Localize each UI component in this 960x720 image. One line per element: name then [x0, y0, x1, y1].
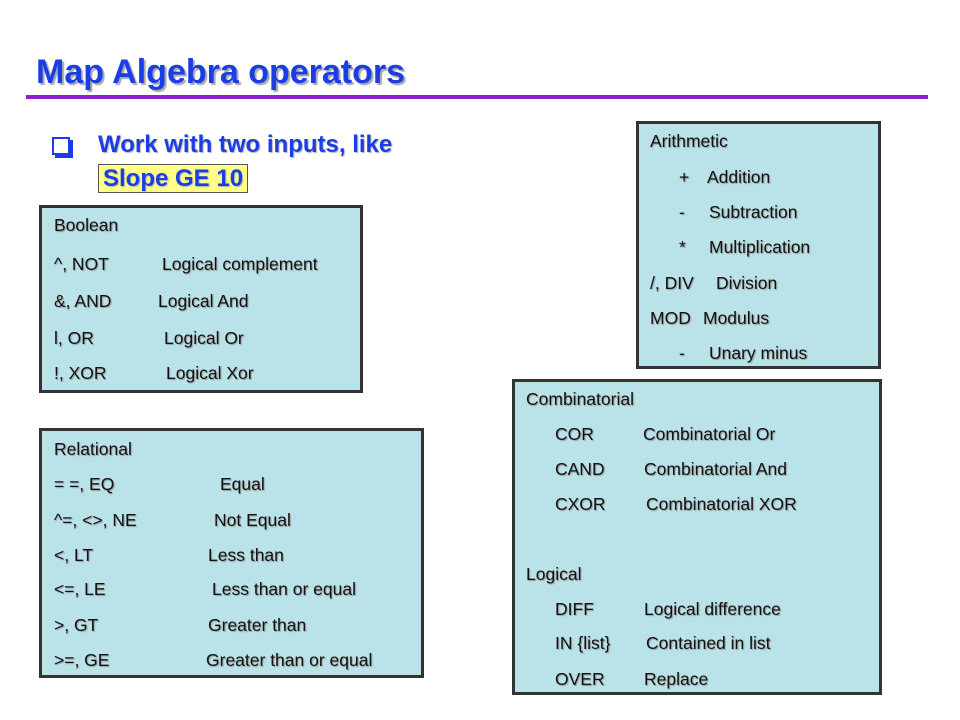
boolean-header: Boolean: [54, 215, 119, 235]
relational-op: >=, GE: [54, 650, 110, 670]
arithmetic-desc: Unary minus: [709, 343, 808, 363]
arithmetic-op: /, DIV: [650, 273, 694, 293]
combinatorial-logical-box: Combinatorial COR Combinatorial Or CAND …: [512, 379, 882, 695]
logical-header: Logical: [526, 564, 582, 584]
combinatorial-op: CXOR: [555, 494, 606, 514]
relational-op: ^=, <>, NE: [54, 510, 137, 530]
bullet-text: Work with two inputs, like: [98, 131, 393, 158]
arithmetic-desc: Division: [716, 273, 778, 293]
boolean-op: ^, NOT: [54, 254, 109, 274]
relational-op: <=, LE: [54, 579, 106, 599]
relational-desc: Less than or equal: [212, 579, 356, 599]
combinatorial-desc: Combinatorial XOR: [646, 494, 797, 514]
combinatorial-op: CAND: [555, 459, 605, 479]
arithmetic-op: -: [679, 343, 685, 363]
relational-op: <, LT: [54, 545, 94, 565]
boolean-op: !, XOR: [54, 363, 107, 383]
combinatorial-desc: Combinatorial Or: [643, 424, 776, 444]
arithmetic-op: +: [679, 167, 690, 187]
arithmetic-op: *: [679, 237, 686, 257]
checkbox-bullet-icon: [52, 137, 70, 155]
arithmetic-operators-box: Arithmetic + Addition - Subtraction * Mu…: [636, 121, 881, 369]
boolean-desc: Logical Or: [164, 328, 244, 348]
logical-desc: Contained in list: [646, 633, 771, 653]
logical-desc: Logical difference: [644, 599, 781, 619]
boolean-desc: Logical And: [158, 291, 249, 311]
boolean-op: l, OR: [54, 328, 94, 348]
combinatorial-op: COR: [555, 424, 594, 444]
page-title: Map Algebra operators: [36, 53, 406, 91]
arithmetic-desc: Addition: [707, 167, 771, 187]
arithmetic-desc: Multiplication: [709, 237, 811, 257]
boolean-desc: Logical complement: [162, 254, 318, 274]
combinatorial-desc: Combinatorial And: [644, 459, 787, 479]
relational-desc: Not Equal: [214, 510, 291, 530]
arithmetic-op: -: [679, 202, 685, 222]
relational-op: = =, EQ: [54, 474, 115, 494]
arithmetic-header: Arithmetic: [650, 131, 728, 151]
highlighted-example: Slope GE 10: [98, 164, 249, 193]
relational-operators-box: Relational = =, EQ Equal ^=, <>, NE Not …: [39, 428, 424, 678]
boolean-op: &, AND: [54, 291, 112, 311]
arithmetic-op: MOD: [650, 308, 691, 328]
relational-op: >, GT: [54, 615, 99, 635]
relational-desc: Greater than: [208, 615, 307, 635]
relational-desc: Greater than or equal: [206, 650, 373, 670]
relational-desc: Equal: [220, 474, 265, 494]
title-divider: [26, 95, 928, 99]
boolean-operators-box: Boolean ^, NOT Logical complement &, AND…: [39, 205, 363, 393]
arithmetic-desc: Subtraction: [709, 202, 798, 222]
bullet-point: Work with two inputs, like Slope GE 10: [52, 128, 414, 196]
logical-op: OVER: [555, 669, 605, 689]
relational-desc: Less than: [208, 545, 284, 565]
combinatorial-header: Combinatorial: [526, 389, 634, 409]
logical-op: DIFF: [555, 599, 594, 619]
logical-desc: Replace: [644, 669, 709, 689]
boolean-desc: Logical Xor: [166, 363, 254, 383]
arithmetic-desc: Modulus: [703, 308, 770, 328]
relational-header: Relational: [54, 439, 132, 459]
logical-op: IN {list}: [555, 633, 611, 653]
